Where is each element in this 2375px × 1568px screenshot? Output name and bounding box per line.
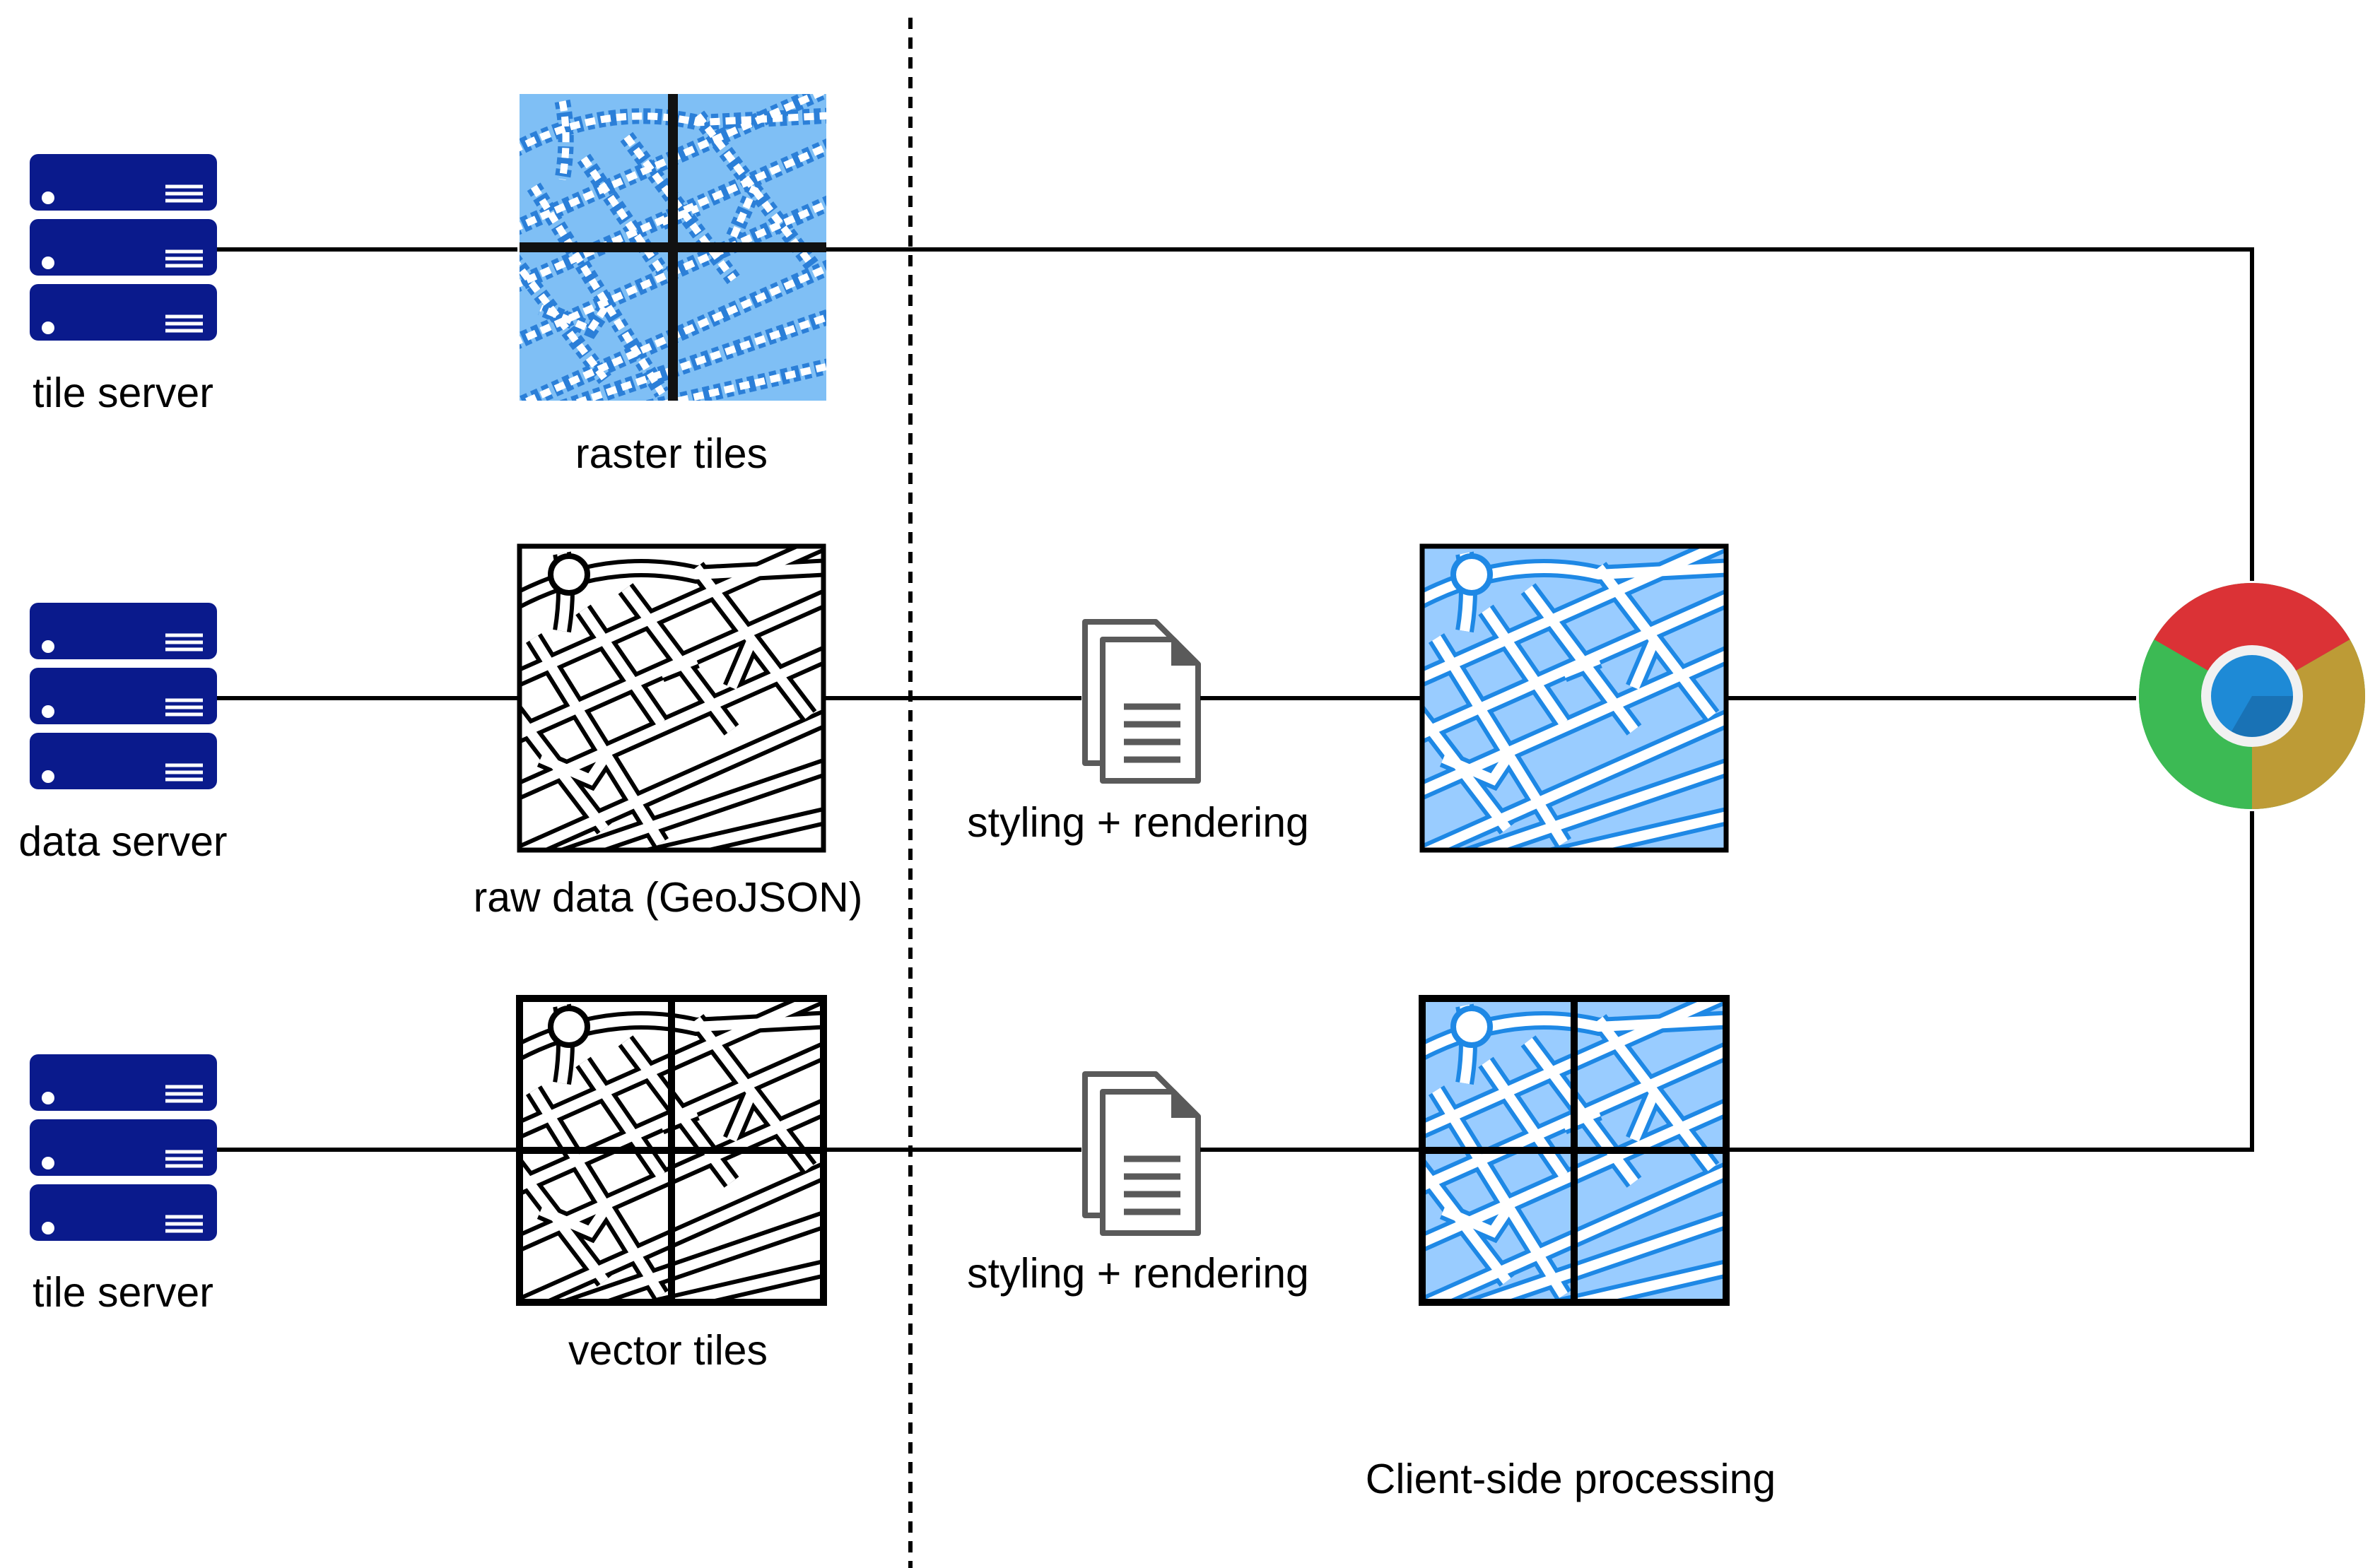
arrow-raster-browser (826, 247, 2254, 582)
tile-server-bottom-label: tile server (33, 1269, 213, 1316)
arrow-vector-browser (1726, 810, 2254, 1152)
styling-document-bottom-icon (1085, 1074, 1198, 1233)
styling-document-mid-icon (1085, 622, 1198, 781)
styling-rendering-mid-label: styling + rendering (967, 799, 1309, 846)
raster-tiles-label: raster tiles (575, 430, 768, 477)
vector-tiles-label: vector tiles (568, 1327, 768, 1374)
data-server-label: data server (18, 818, 228, 865)
data-server-icon (30, 603, 217, 789)
raw-data-image (517, 543, 826, 853)
tile-server-top-icon (30, 154, 217, 341)
vector-tiles-image (516, 995, 827, 1306)
rendered-map-mid-image (1419, 543, 1729, 853)
tile-server-top-label: tile server (33, 370, 213, 416)
raw-data-label: raw data (GeoJSON) (473, 874, 863, 921)
raster-tiles-image (520, 94, 826, 401)
chrome-browser-icon (2138, 582, 2366, 809)
rendered-map-bottom-image (1419, 995, 1730, 1306)
styling-rendering-bottom-label: styling + rendering (967, 1250, 1309, 1297)
client-side-processing-label: Client-side processing (1365, 1456, 1776, 1502)
connectors (217, 247, 2254, 1152)
tile-server-bottom-icon (30, 1054, 217, 1241)
